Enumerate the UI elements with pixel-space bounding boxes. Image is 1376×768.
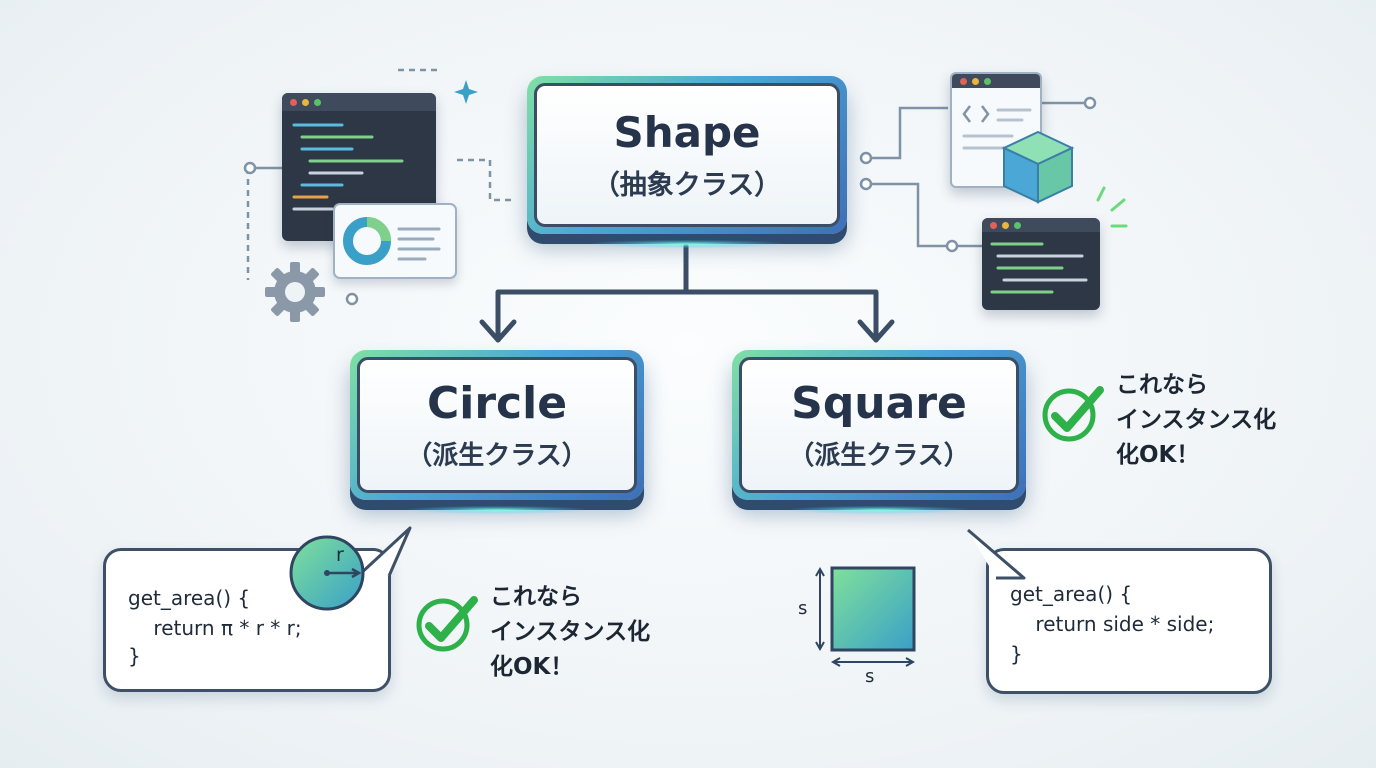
class-name: Circle [426,378,568,429]
ok-line-2: インスタンス化 [490,619,651,645]
circle-radius-icon [289,535,365,611]
square-code-line-3: } [1010,642,1023,666]
inheritance-arrows [479,243,895,343]
ok-line-1: これなら [1116,372,1208,398]
ok-line-3: 化OK！ [490,654,574,680]
markup-lines-graphic [962,105,1032,150]
gear-icon [265,262,325,322]
class-kind: （派生クラス） [788,441,970,471]
circle-code-line-2: return π * r * r; [128,616,302,640]
bubble-tail [356,526,412,578]
class-kind: （派生クラス） [406,441,588,471]
side-label-vertical: s [798,598,808,619]
side-label-horizontal: s [865,666,875,687]
shape-class-inner: Shape （抽象クラス） [534,83,840,227]
ok-line-1: これなら [490,584,582,610]
circle-code-line-3: } [128,644,141,668]
ok-message: これなら インスタンス化 化OK！ [490,580,650,685]
chart-window-icon [333,203,457,279]
cube-icon [1001,130,1075,204]
square-class-box[interactable]: Square （派生クラス） [732,350,1026,514]
check-icon [416,596,478,652]
code-lines-graphic [292,123,404,211]
circle-code-line-1: get_area() { [128,586,251,610]
code-lines-graphic [990,242,1088,294]
code-window-icon [982,218,1100,310]
glow-effect [790,506,968,514]
square-code-line-1: get_area() { [1010,582,1133,606]
ok-line-3: 化OK！ [1116,442,1200,468]
bubble-tail [967,528,1026,580]
square-code-line-2: return side * side; [1010,612,1215,636]
glow-effect [591,240,783,248]
ok-message-right: これなら インスタンス化 化OK！ [1116,368,1276,473]
sparkle-rays [1096,186,1128,228]
class-name: Square [791,378,967,429]
class-kind: （抽象クラス） [592,170,782,201]
donut-chart-graphic [343,217,441,265]
circle-class-inner: Circle （派生クラス） [357,357,637,493]
ok-line-2: インスタンス化 [1116,407,1277,433]
glow-effect [408,506,586,514]
square-code-bubble [986,548,1272,694]
circle-class-box[interactable]: Circle （派生クラス） [350,350,644,514]
square-dimension-icon [815,566,916,667]
class-name: Shape [613,108,761,157]
shape-class-box[interactable]: Shape （抽象クラス） [527,76,847,248]
radius-label: r [336,544,344,566]
check-icon [1042,386,1104,442]
square-class-inner: Square （派生クラス） [739,357,1019,493]
sparkle-icon [454,80,478,104]
code-window-icon [282,93,436,241]
decor-dots [243,96,1097,306]
